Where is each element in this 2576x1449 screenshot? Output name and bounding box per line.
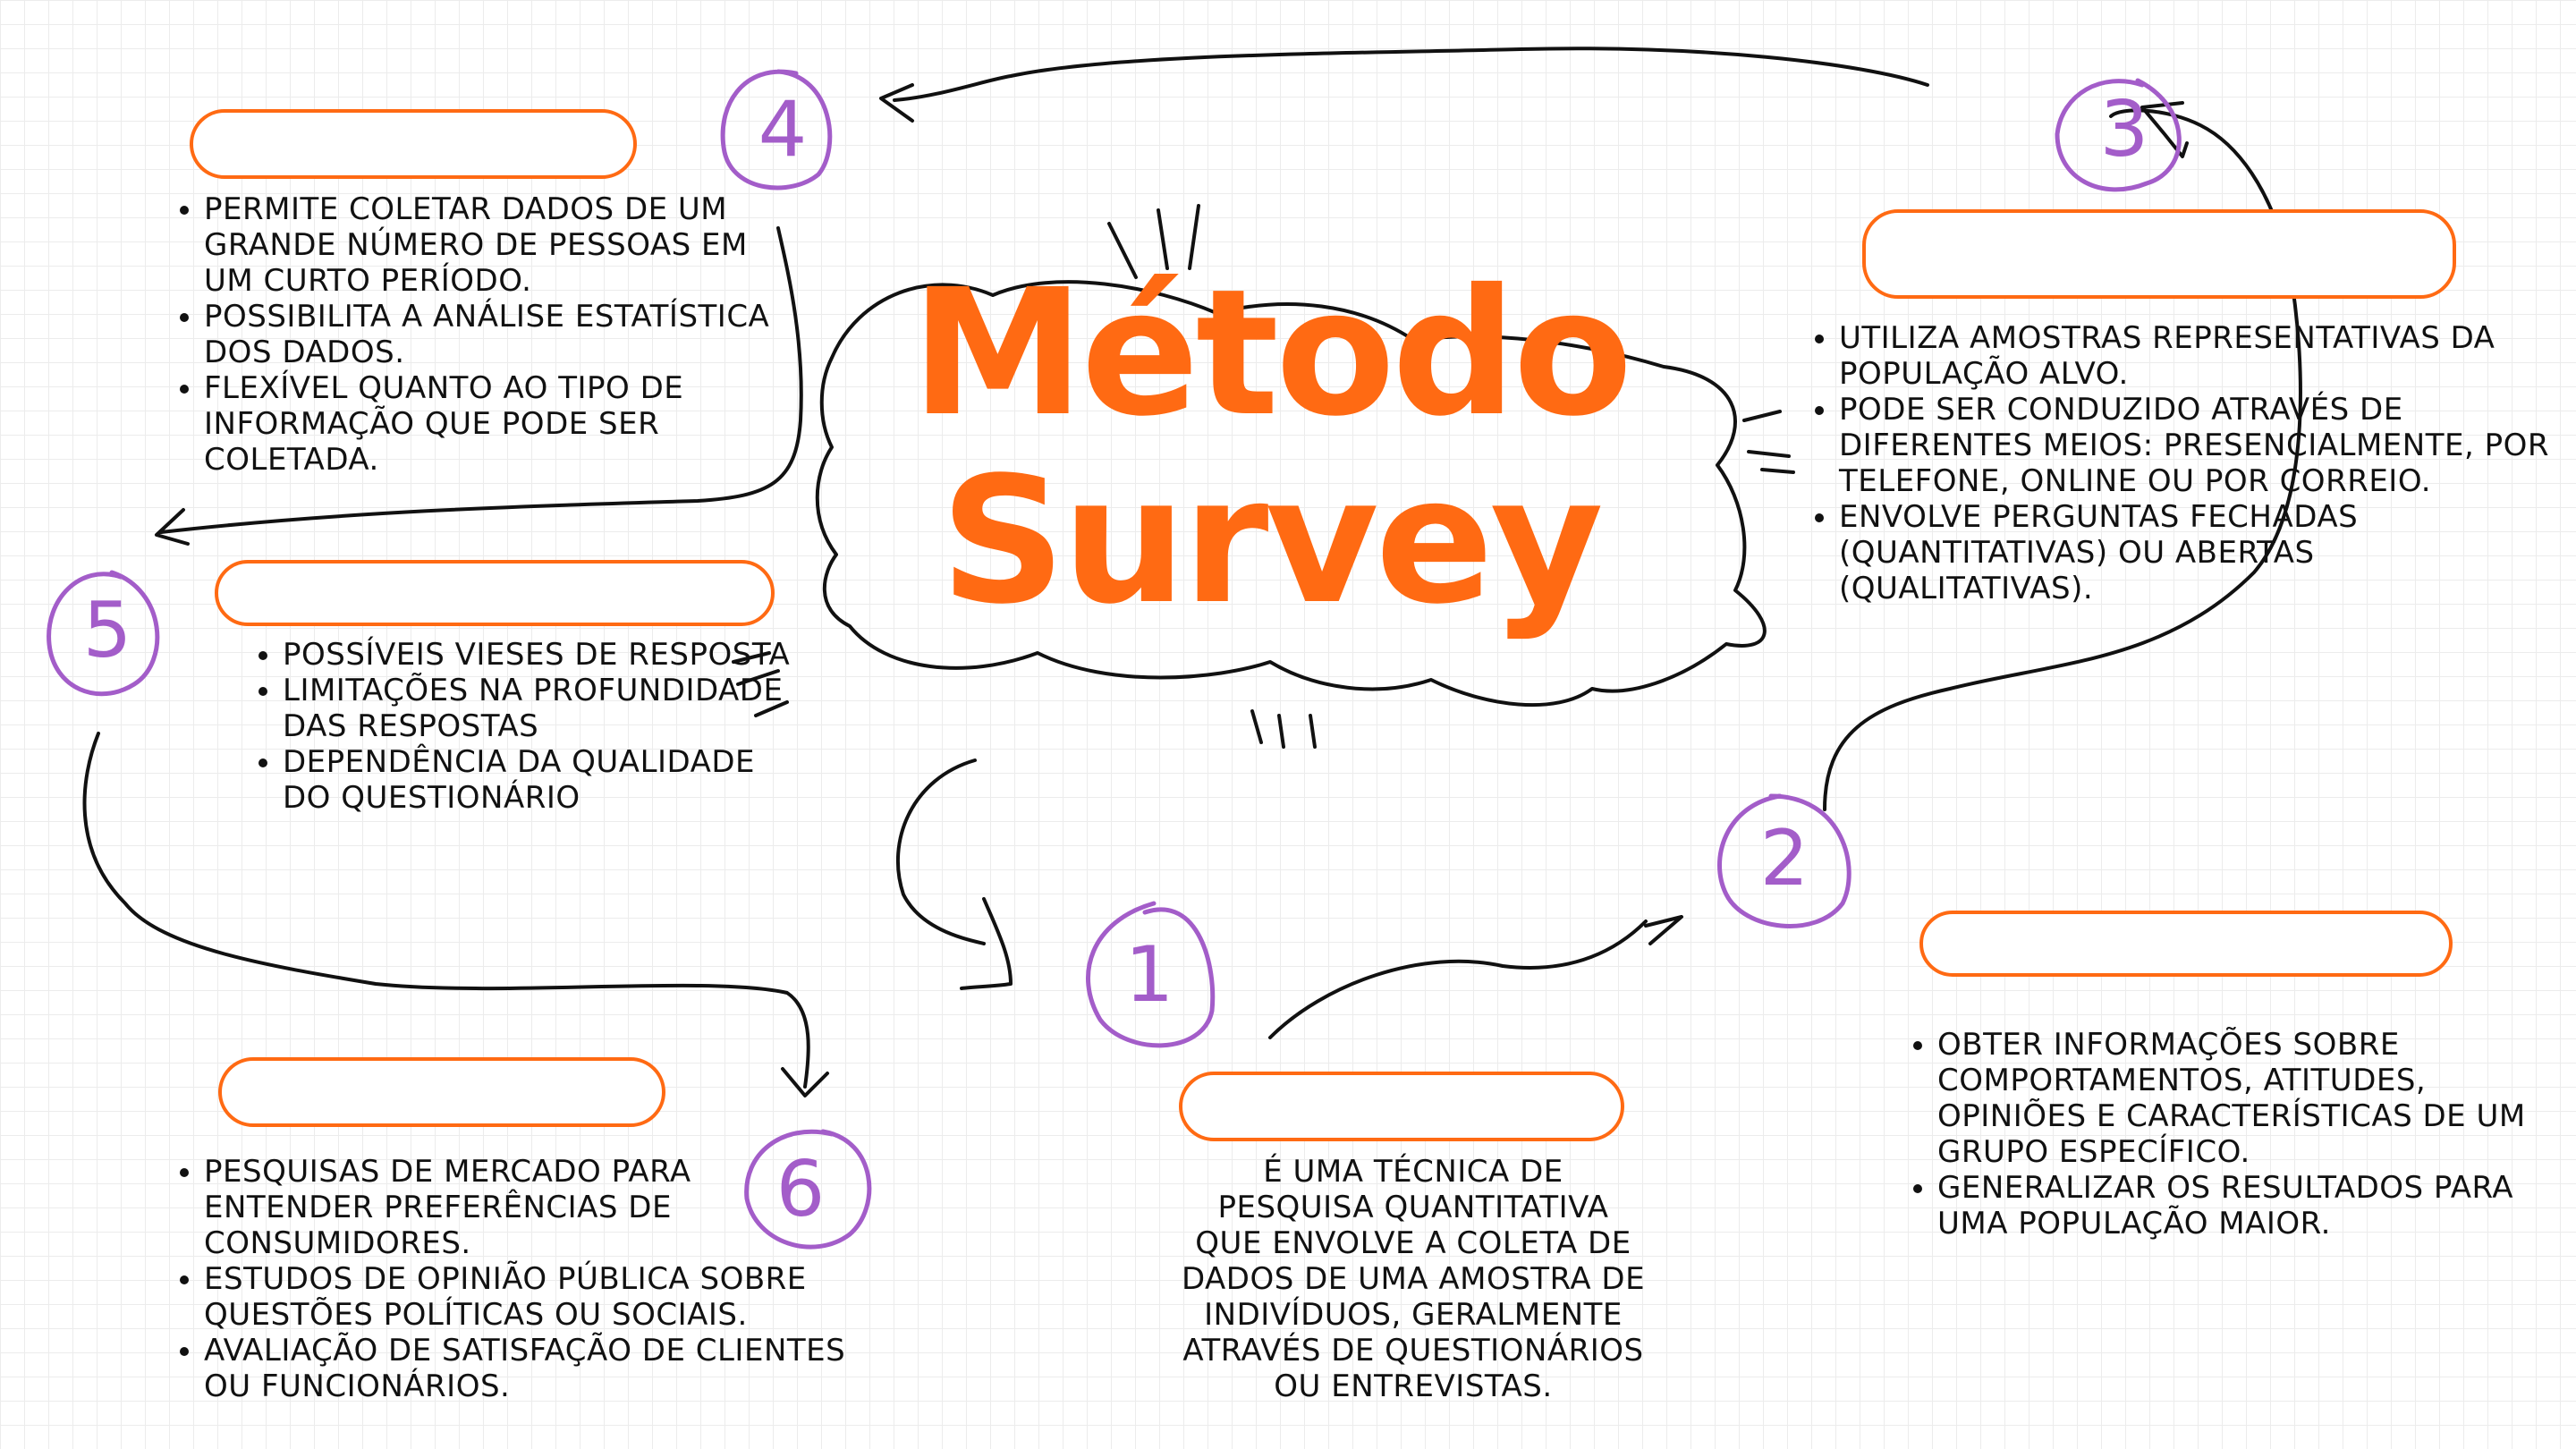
section-3-item: PODE SER CONDUZIDO ATRAVÉS DE DIFERENTES… xyxy=(1839,392,2556,499)
number-5: 5 xyxy=(58,586,157,675)
section-5-list: POSSÍVEIS VIESES DE RESPOSTA LIMITAÇÕES … xyxy=(249,637,812,816)
section-6-item: AVALIAÇÃO DE SATISFAÇÃO DE CLIENTES OU F… xyxy=(204,1333,850,1404)
section-5-item: LIMITAÇÕES NA PROFUNDIDADE DAS RESPOSTAS xyxy=(283,673,812,744)
section-3-list: UTILIZA AMOSTRAS REPRESENTATIVAS DA POPU… xyxy=(1805,320,2556,606)
section-2-list: OBTER INFORMAÇÕES SOBRE COMPORTAMENTOS, … xyxy=(1903,1027,2529,1241)
heading-pill-2 xyxy=(1919,911,2453,977)
arrow-title-to-1 xyxy=(898,760,984,944)
heading-pill-1 xyxy=(1179,1072,1624,1141)
section-4-list: PERMITE COLETAR DADOS DE UM GRANDE NÚMER… xyxy=(170,191,796,478)
section-2-item: OBTER INFORMAÇÕES SOBRE COMPORTAMENTOS, … xyxy=(1937,1027,2529,1170)
number-3: 3 xyxy=(2075,85,2174,174)
burst-lines-bottom xyxy=(1252,711,1315,747)
burst-lines-right xyxy=(1744,411,1793,472)
section-3-item: UTILIZA AMOSTRAS REPRESENTATIVAS DA POPU… xyxy=(1839,320,2556,392)
title-line-1: Método xyxy=(796,259,1744,447)
section-1-definition: É UMA TÉCNICA DE PESQUISA QUANTITATIVA Q… xyxy=(1181,1154,1646,1404)
number-2: 2 xyxy=(1735,814,1834,903)
section-4-item: PERMITE COLETAR DADOS DE UM GRANDE NÚMER… xyxy=(204,191,796,299)
arrow-1-to-2 xyxy=(1270,921,1646,1038)
section-4-item: POSSIBILITA A ANÁLISE ESTATÍSTICA DOS DA… xyxy=(204,299,796,370)
number-4: 4 xyxy=(733,85,832,174)
heading-pill-3 xyxy=(1862,209,2456,299)
section-6-item: ESTUDOS DE OPINIÃO PÚBLICA SOBRE QUESTÕE… xyxy=(204,1261,850,1333)
section-4-item: FLEXÍVEL QUANTO AO TIPO DE INFORMAÇÃO QU… xyxy=(204,370,796,478)
section-5-item: DEPENDÊNCIA DA QUALIDADE DO QUESTIONÁRIO xyxy=(283,744,812,816)
section-5-item: POSSÍVEIS VIESES DE RESPOSTA xyxy=(283,637,812,673)
title-line-2: Survey xyxy=(796,447,1744,635)
section-3-item: ENVOLVE PERGUNTAS FECHADAS (QUANTITATIVA… xyxy=(1839,499,2556,606)
heading-pill-4 xyxy=(190,109,637,179)
heading-pill-5 xyxy=(215,560,775,626)
arrow-3-to-4 xyxy=(894,48,1928,100)
number-1: 1 xyxy=(1100,930,1199,1020)
section-2-item: GENERALIZAR OS RESULTADOS PARA UMA POPUL… xyxy=(1937,1170,2529,1241)
heading-pill-6 xyxy=(218,1057,665,1127)
section-6-list: PESQUISAS DE MERCADO PARA ENTENDER PREFE… xyxy=(170,1154,850,1404)
section-6-item: PESQUISAS DE MERCADO PARA ENTENDER PREFE… xyxy=(204,1154,850,1261)
